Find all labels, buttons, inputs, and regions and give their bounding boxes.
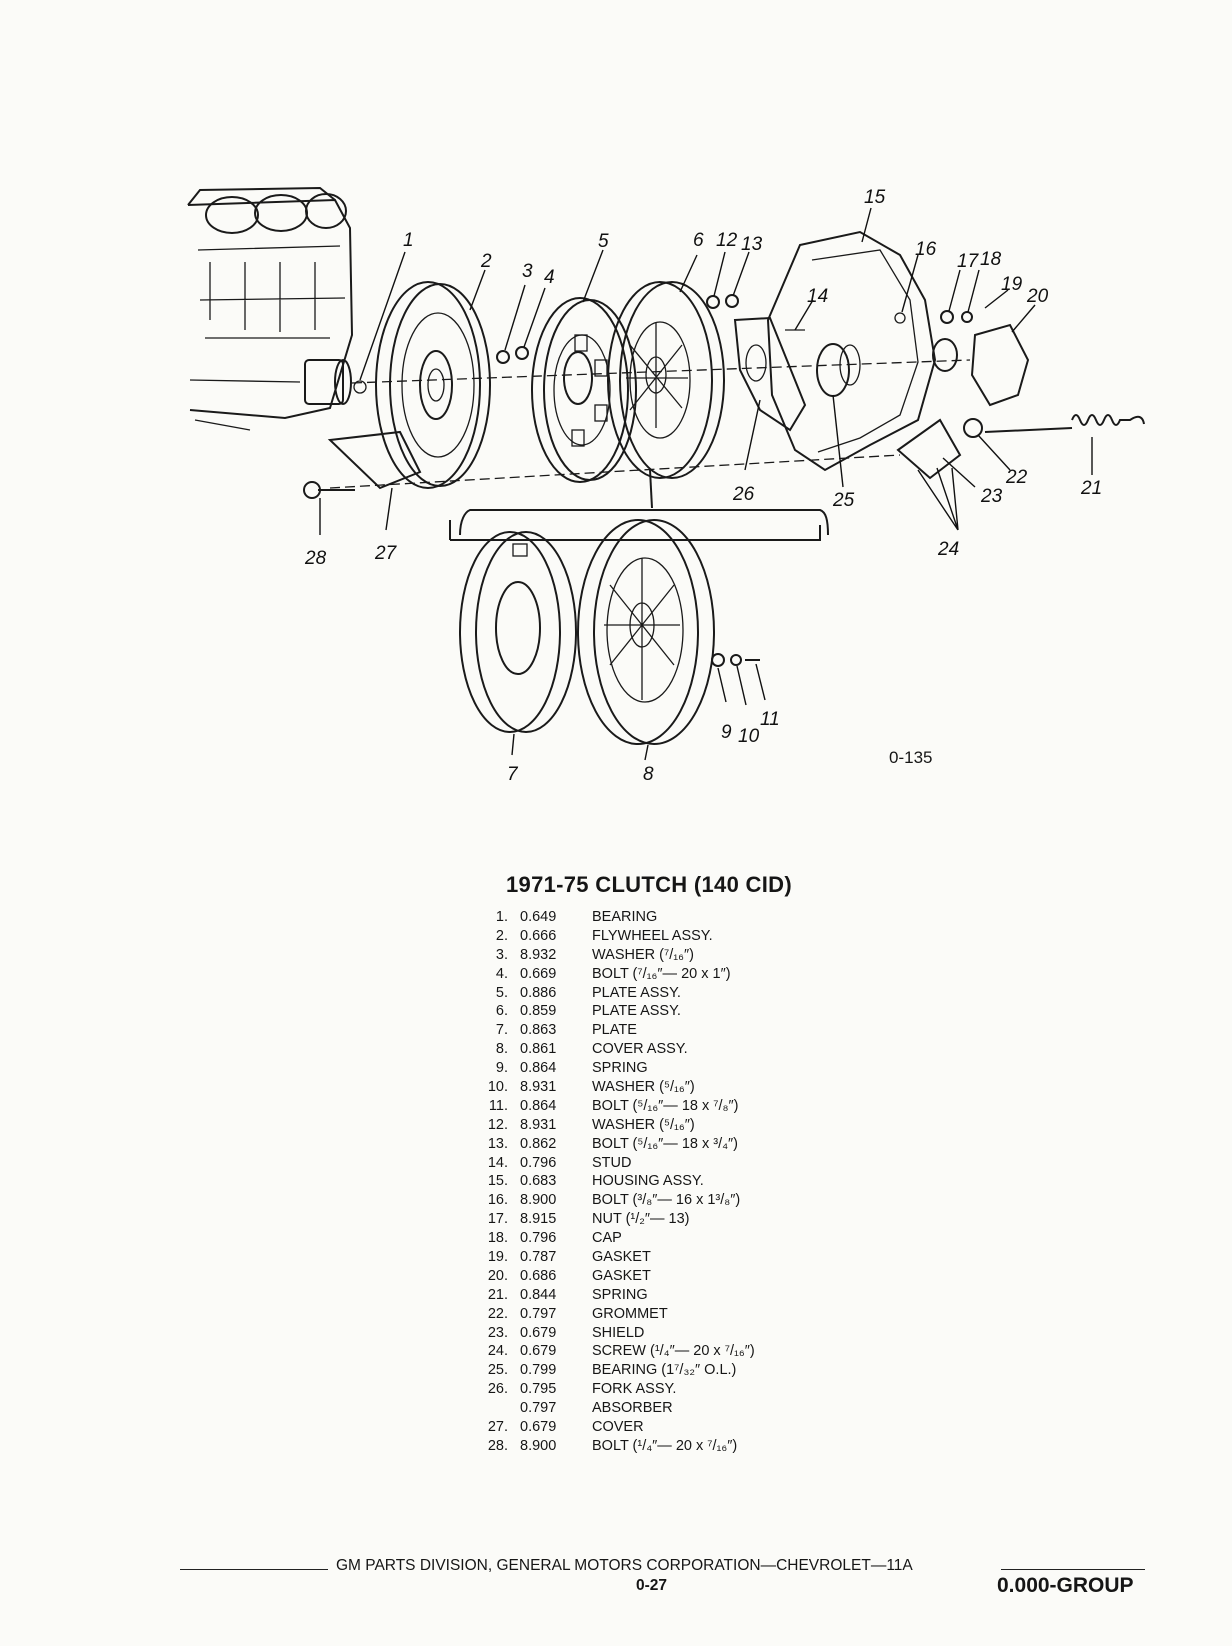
callout-25: 25	[832, 490, 855, 511]
callout-16: 16	[915, 239, 937, 260]
lower-detail-drawing	[449, 469, 829, 745]
figure-id: 0-135	[889, 748, 933, 767]
footer-rule-left	[180, 1569, 328, 1570]
group-label: 0.000-GROUP	[997, 1574, 1134, 1597]
callout-19: 19	[1001, 274, 1023, 295]
clutch-exploded-diagram: 1 2 3 4 5 6 12 13 14 15 16 17 18 19 20 2…	[187, 186, 1145, 785]
callout-6: 6	[693, 230, 704, 251]
clutch-disc-drawing	[531, 297, 637, 483]
callout-10: 10	[738, 726, 760, 747]
callout-12: 12	[716, 230, 738, 251]
parts-list-title: 1971-75 CLUTCH (140 CID)	[506, 872, 792, 897]
callout-26: 26	[732, 484, 755, 505]
callout-15: 15	[864, 187, 886, 208]
callout-24: 24	[937, 539, 959, 560]
page-number: 0-27	[636, 1577, 668, 1594]
bell-housing-drawing	[733, 230, 937, 472]
callout-17: 17	[957, 251, 980, 272]
footer-rule-right	[1001, 1569, 1145, 1570]
callout-27: 27	[374, 543, 398, 564]
callout-23: 23	[980, 486, 1003, 507]
callout-4: 4	[544, 267, 555, 288]
callout-7: 7	[507, 764, 519, 785]
callout-1: 1	[403, 230, 414, 251]
leader-lines	[319, 207, 1093, 761]
callout-22: 22	[1005, 467, 1028, 488]
housing-hardware-drawing	[303, 310, 1145, 499]
callout-13: 13	[741, 234, 763, 255]
callout-18: 18	[980, 249, 1002, 270]
callout-11: 11	[760, 709, 780, 730]
footer-publisher: GM PARTS DIVISION, GENERAL MOTORS CORPOR…	[336, 1557, 913, 1574]
callout-21: 21	[1080, 478, 1102, 499]
callout-3: 3	[522, 261, 533, 282]
flywheel-drawing	[375, 281, 491, 489]
callout-2: 2	[480, 251, 492, 272]
engine-block-drawing	[187, 186, 367, 431]
pressure-plate-drawing	[607, 281, 725, 479]
callout-9: 9	[721, 722, 732, 743]
callout-14: 14	[807, 286, 828, 307]
callout-5: 5	[598, 231, 609, 252]
callout-20: 20	[1026, 286, 1049, 307]
callout-28: 28	[304, 548, 327, 569]
callout-8: 8	[643, 764, 654, 785]
small-hardware-drawing	[496, 294, 739, 364]
